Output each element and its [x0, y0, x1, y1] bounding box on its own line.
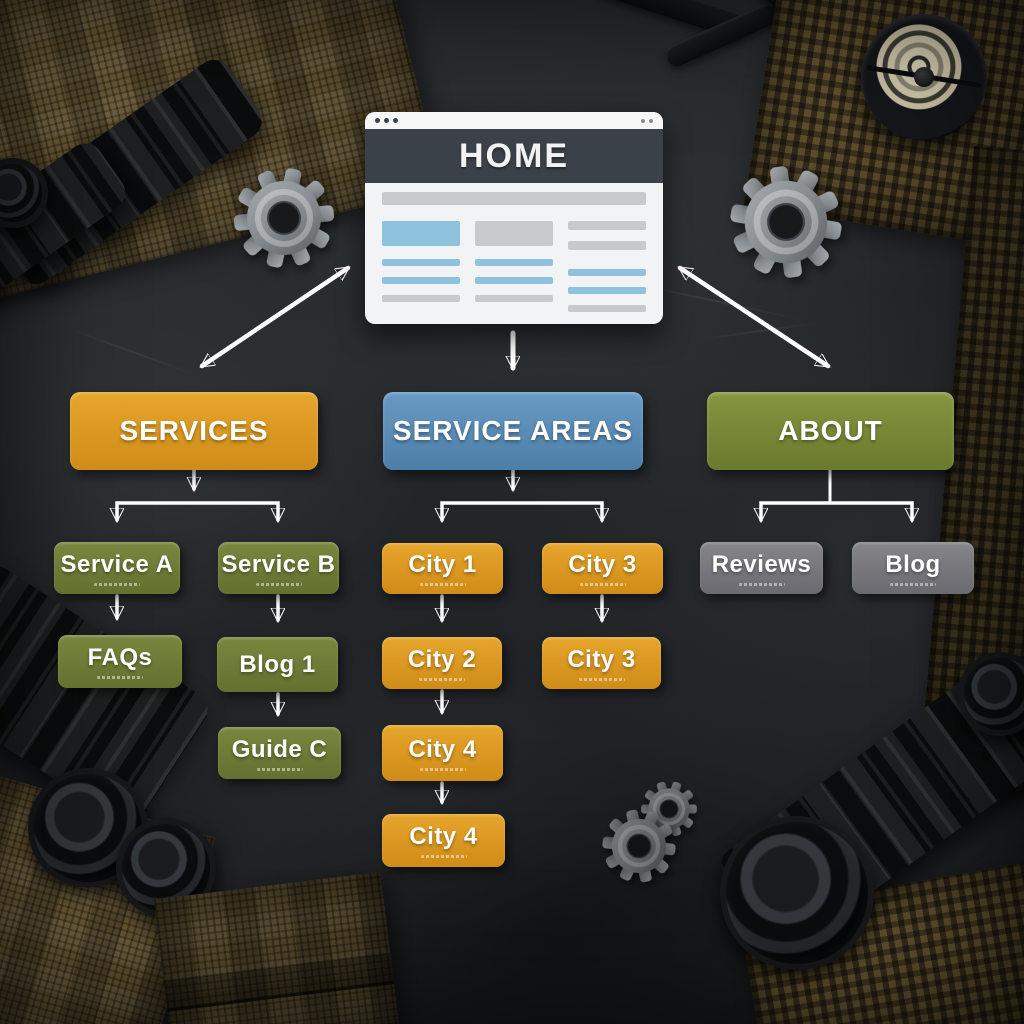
micro-caption [94, 582, 140, 586]
node-services: SERVICES [70, 392, 318, 470]
compass-knob [914, 67, 934, 87]
micro-caption [890, 582, 936, 586]
node-label: SERVICE AREAS [392, 415, 634, 446]
wireframe-column-3 [568, 221, 646, 323]
home-label: HOME [459, 136, 569, 175]
node-label: City 2 [407, 645, 477, 673]
node-label: FAQs [87, 644, 153, 671]
micro-caption [419, 677, 465, 681]
node-home: HOME [365, 112, 663, 324]
micro-caption [420, 855, 467, 858]
node-label: SERVICES [119, 415, 269, 446]
node-reviews: Reviews [700, 542, 823, 594]
node-city-1: City 1 [382, 543, 503, 594]
node-label: City 1 [408, 551, 477, 578]
node-guide-c: Guide C [218, 727, 341, 779]
home-wireframe-body [365, 183, 663, 323]
home-header: HOME [365, 129, 663, 183]
scope-eyepiece [958, 652, 1024, 736]
wireframe-columns [382, 221, 646, 323]
edge-services-children [117, 501, 278, 520]
node-city-2: City 2 [382, 637, 502, 689]
wireframe-hero-block [382, 221, 460, 246]
edge-home-about [680, 265, 828, 369]
edge-about-children [761, 501, 912, 520]
micro-caption [255, 582, 302, 586]
edge-service-areas-children [442, 501, 602, 520]
micro-caption [578, 677, 625, 681]
node-label: City 4 [408, 735, 477, 763]
node-label: Blog 1 [239, 650, 316, 678]
scope-lens-large [720, 816, 874, 970]
node-about: ABOUT [707, 392, 954, 470]
node-label: City 4 [409, 823, 478, 850]
compass-prop [861, 14, 987, 140]
wireframe-column-2 [475, 221, 553, 323]
node-label: Reviews [711, 550, 812, 578]
browser-titlebar [365, 112, 663, 129]
node-faqs: FAQs [58, 635, 182, 688]
window-controls-icon [641, 118, 653, 123]
node-service-areas: SERVICE AREAS [383, 392, 643, 470]
node-label: Service B [221, 550, 336, 578]
node-label: Blog [885, 550, 941, 578]
micro-caption [579, 583, 626, 586]
micro-caption [97, 676, 143, 679]
node-blog-1: Blog 1 [217, 637, 338, 692]
node-label: ABOUT [778, 415, 883, 446]
wireframe-image-block [475, 221, 553, 246]
edge-home-services [202, 265, 348, 369]
micro-caption [419, 583, 466, 586]
micro-caption [738, 582, 785, 586]
node-label: City 3 [568, 551, 637, 578]
micro-caption [419, 767, 466, 771]
window-dots-icon [375, 118, 398, 123]
node-label: Service A [60, 550, 174, 578]
node-service-a: Service A [54, 542, 180, 594]
wireframe-column-1 [382, 221, 460, 323]
node-city-4-bottom: City 4 [382, 814, 505, 867]
node-label: Guide C [231, 735, 328, 763]
node-city-4-top: City 4 [382, 725, 503, 781]
wireframe-navbar [382, 192, 646, 205]
node-label: City 3 [567, 645, 636, 673]
node-city-3-bottom: City 3 [542, 637, 661, 689]
node-service-b: Service B [218, 542, 339, 594]
node-city-3-top: City 3 [542, 543, 663, 594]
node-blog: Blog [852, 542, 974, 594]
micro-caption [256, 767, 303, 771]
